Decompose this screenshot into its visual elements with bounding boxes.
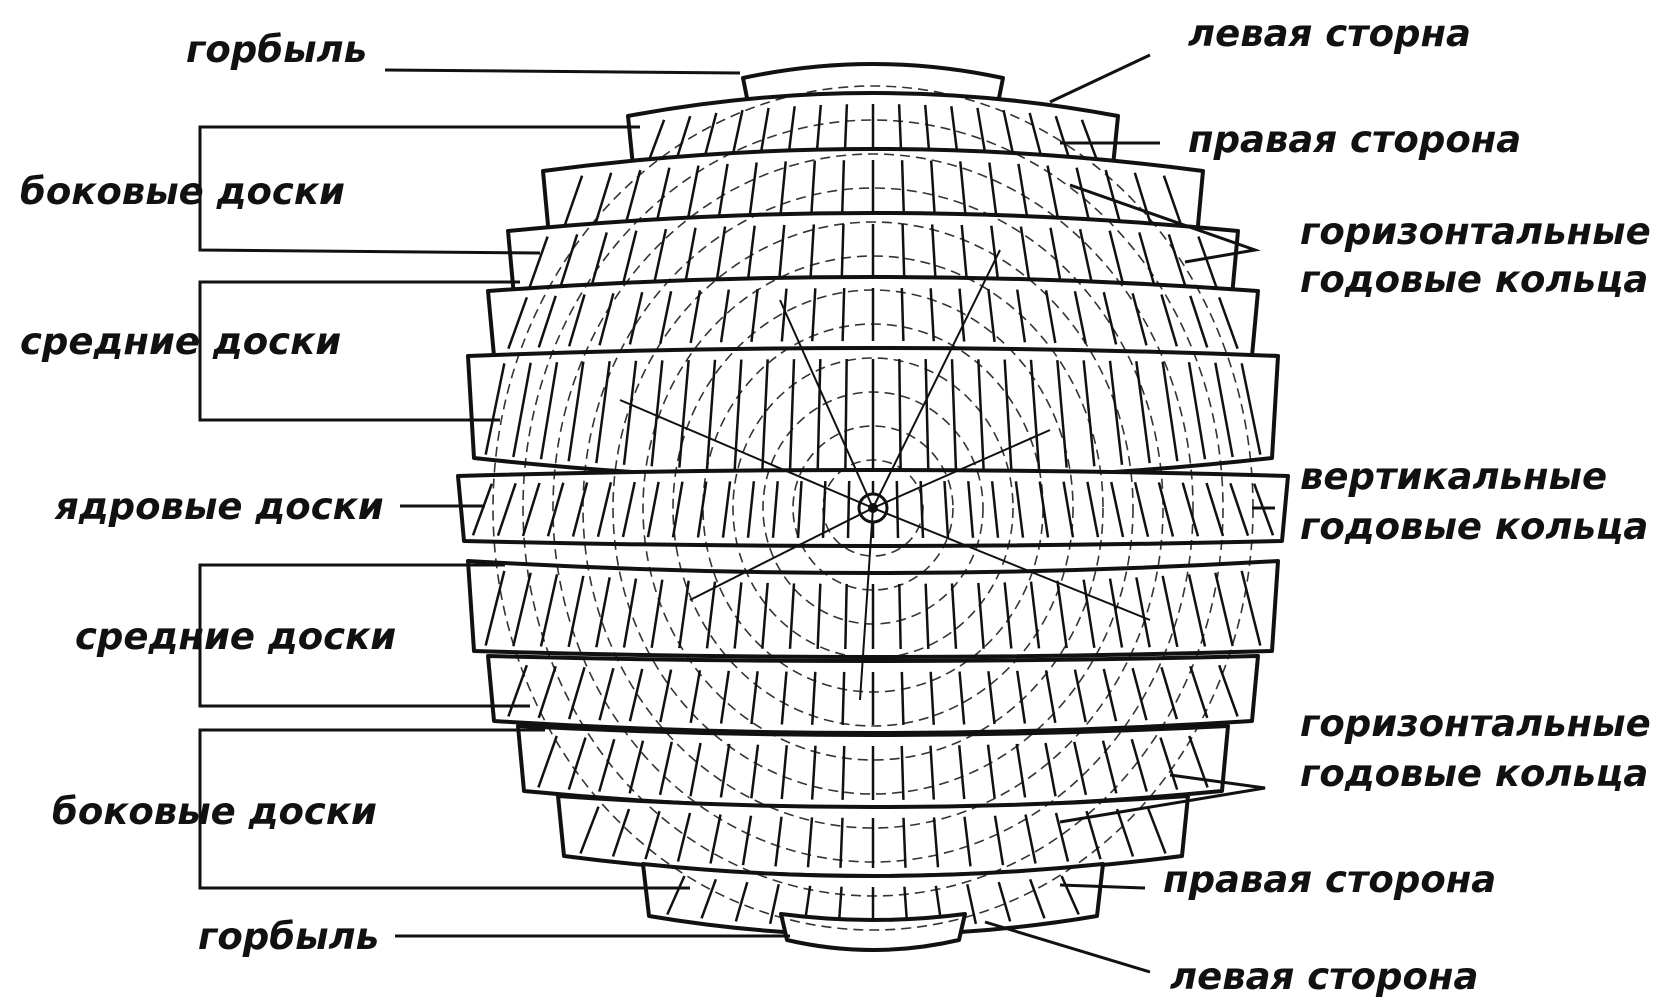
label-vertical-rings-2: годовые кольца: [1300, 505, 1648, 549]
label-right-side-bottom: правая сторона: [1163, 858, 1496, 902]
board-grain-line: [902, 288, 904, 341]
board-grain-line: [845, 584, 846, 649]
board-grain-line: [843, 746, 845, 800]
label-side-boards-top: боковые доски: [20, 170, 345, 214]
label-horizontal-rings-top-1: горизонтальные: [1300, 210, 1651, 254]
board-grain-line: [842, 224, 844, 279]
board-grain-line: [897, 481, 898, 538]
label-horizontal-rings-top-2: годовые кольца: [1300, 258, 1648, 302]
label-horizontal-rings-bottom-1: горизонтальные: [1300, 702, 1651, 746]
board-grain-line: [848, 481, 849, 538]
boards-group: [458, 64, 1288, 950]
board-slab-bottom: [781, 914, 965, 950]
board-grain-line: [843, 672, 845, 725]
board-grain-line: [843, 288, 845, 341]
label-left-side-bottom: левая сторона: [1170, 955, 1478, 999]
label-slab-top: горбыль: [186, 28, 367, 72]
label-core-boards: ядровые доски: [55, 485, 384, 529]
board-grain-line: [902, 672, 904, 725]
label-middle-boards-bottom: средние доски: [75, 615, 396, 659]
label-vertical-rings-1: вертикальные: [1300, 455, 1607, 499]
label-middle-boards-top: средние доски: [20, 320, 341, 364]
label-side-boards-bottom: боковые доски: [52, 790, 377, 834]
leader-left-side-top: [1050, 55, 1150, 102]
board-grain-line: [902, 746, 904, 800]
leader-left-side-bottom: [985, 922, 1150, 972]
board-grain-line: [903, 224, 905, 279]
board-grain-line: [899, 584, 900, 649]
label-slab-bottom: горбыль: [198, 915, 379, 959]
leader-slab-top: [385, 70, 740, 73]
label-left-side-top: левая сторна: [1188, 12, 1471, 56]
label-right-side-top: правая сторона: [1188, 118, 1521, 162]
board-grain-line: [845, 359, 846, 472]
label-horizontal-rings-bottom-2: годовые кольца: [1300, 752, 1648, 796]
